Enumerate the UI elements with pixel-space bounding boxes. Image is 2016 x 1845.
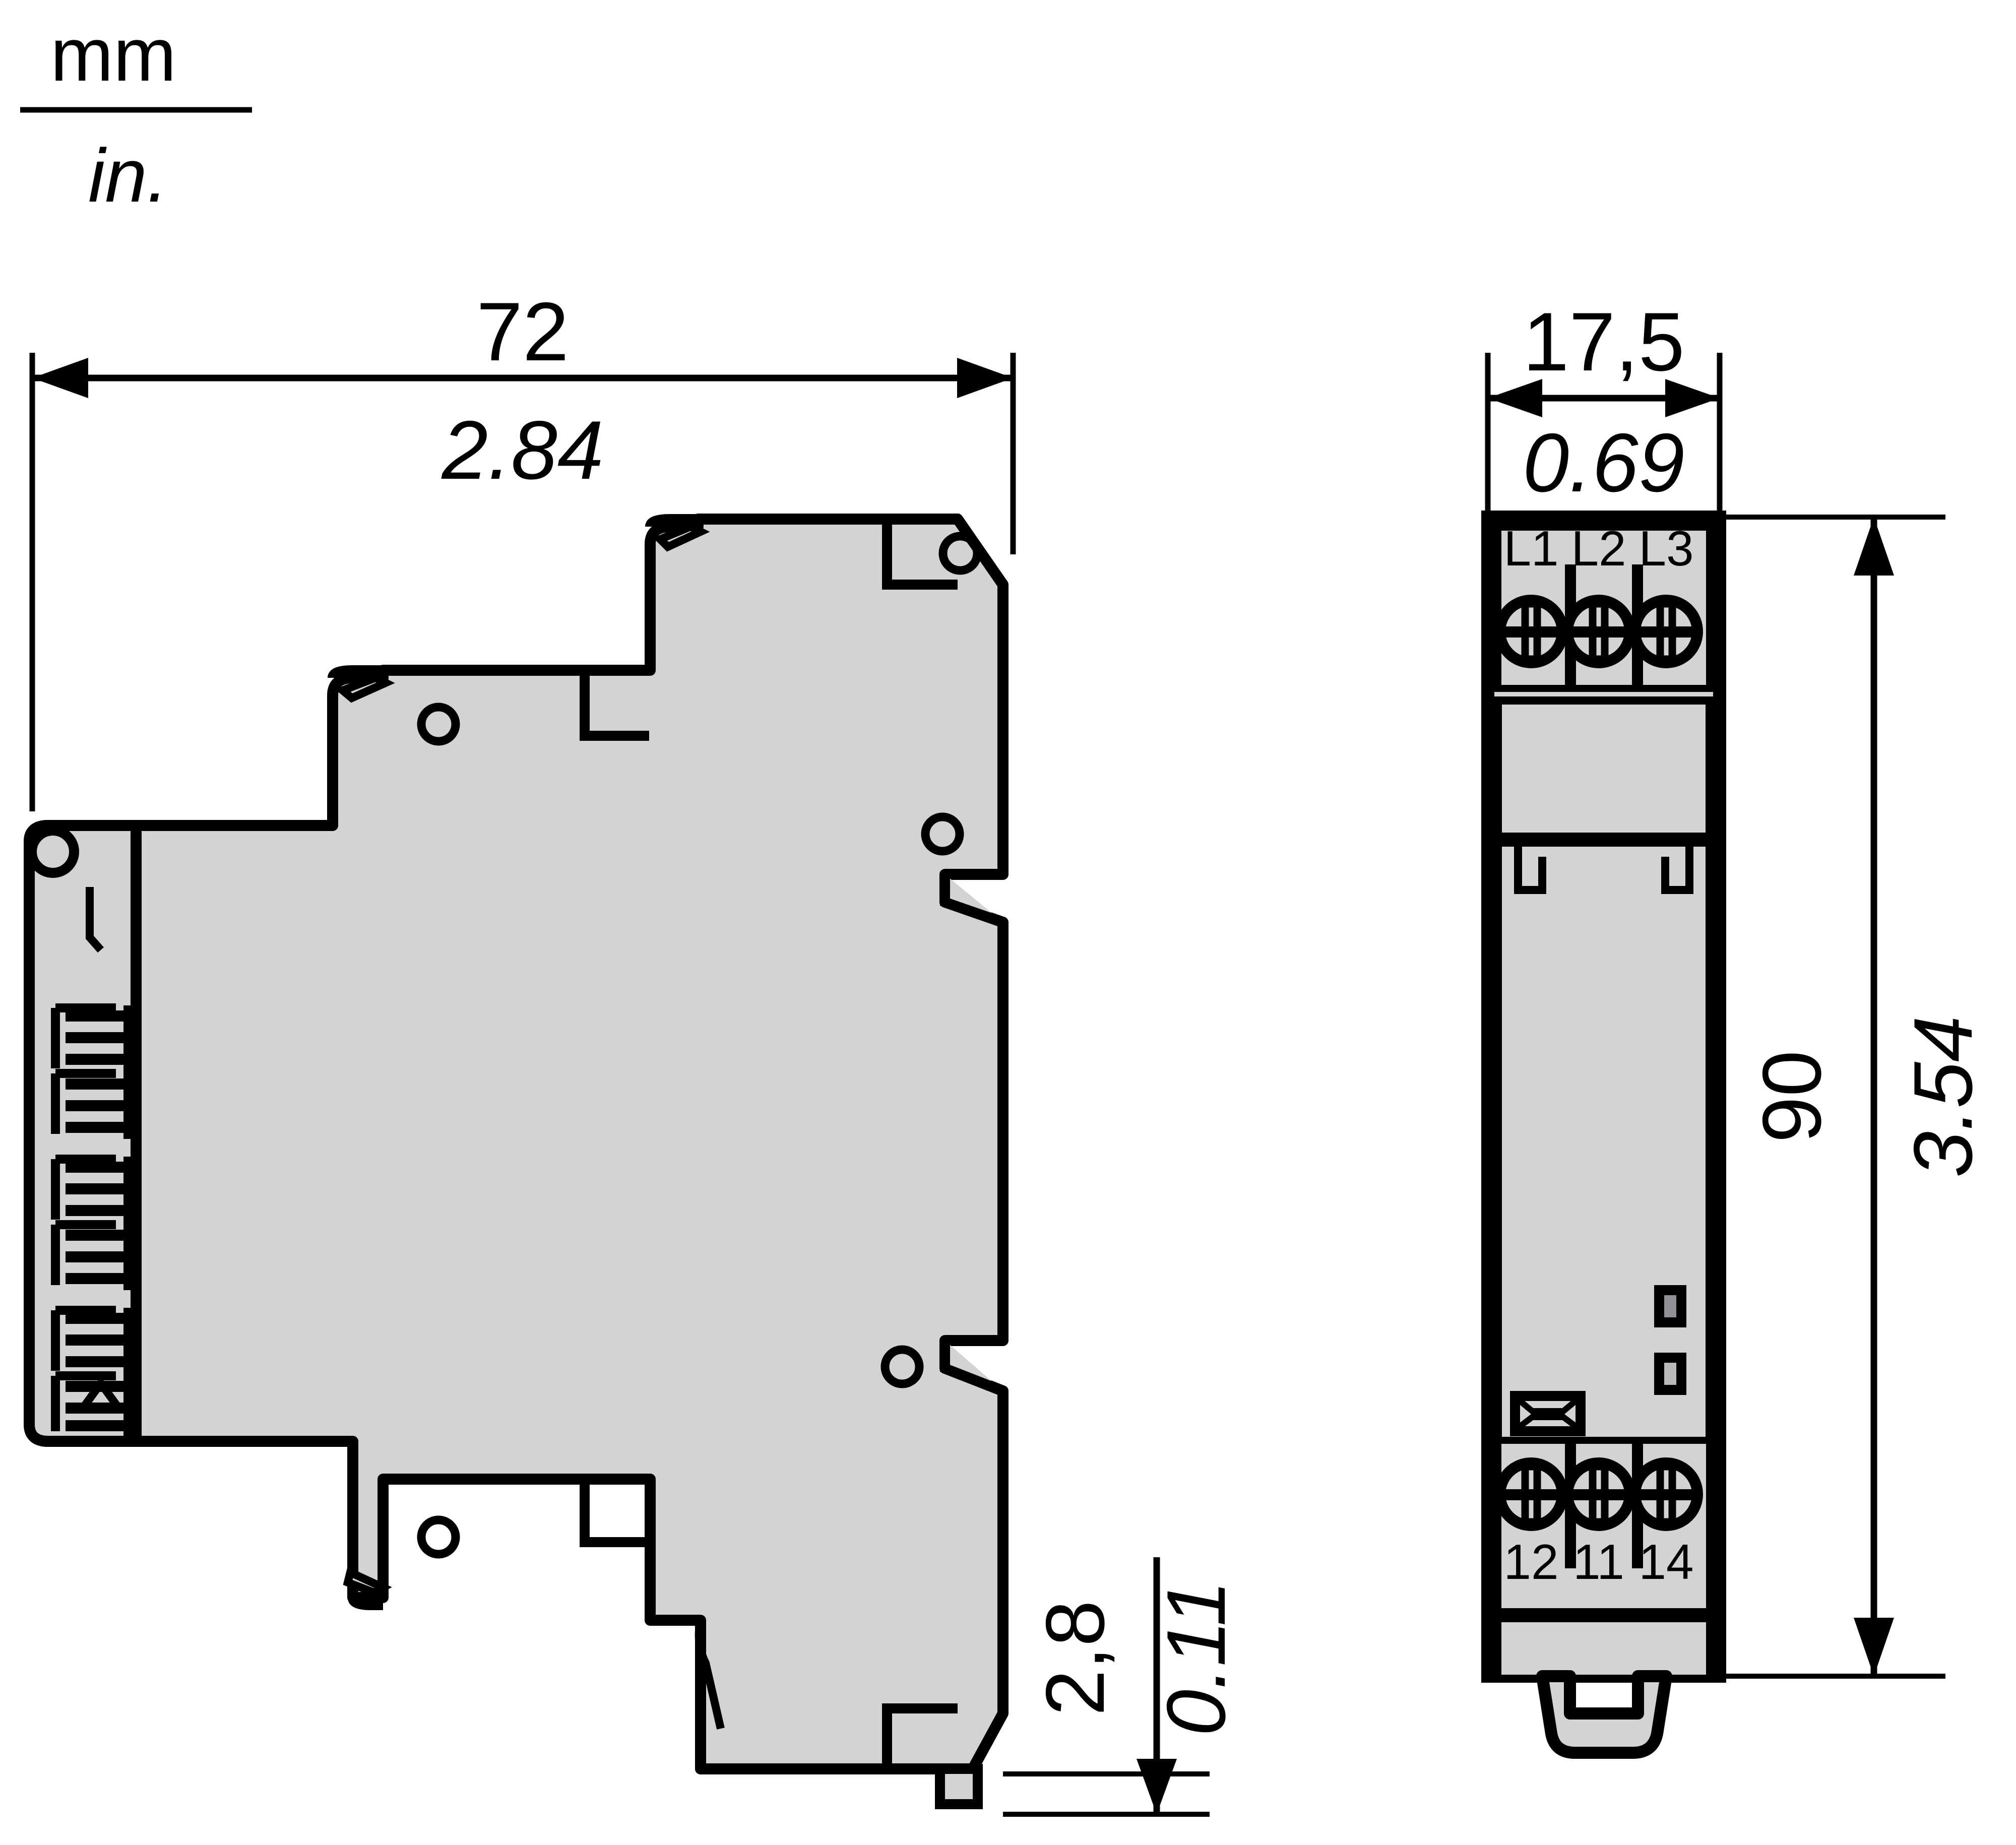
mw-value-mm: 17,5 — [1523, 295, 1684, 388]
slot-screw-icon — [1510, 1391, 1586, 1436]
middle-shroud-lip — [328, 665, 381, 679]
terminal-label-l2: L2 — [1571, 521, 1626, 576]
mw-arrowhead-left — [1488, 379, 1542, 417]
upper-block-notch — [882, 519, 958, 590]
arrowhead-right — [957, 358, 1013, 398]
rail-latch-upper — [940, 874, 1005, 927]
led-upper-icon — [1654, 1285, 1686, 1327]
screw-hole-4 — [880, 1345, 924, 1388]
upper-mid-panel — [1494, 696, 1714, 841]
middle-shroud-tab — [335, 673, 395, 703]
bottom-skirt — [1494, 1615, 1713, 1682]
din-rail-foot — [935, 1764, 983, 1809]
mw-arrowhead-right — [1665, 379, 1720, 417]
bh-arrowhead-top — [1854, 517, 1894, 576]
dimension-body-height: 90 3.54 — [1724, 515, 1989, 1679]
middle-block-notch — [580, 670, 649, 741]
terminal-screw-l1 — [1494, 595, 1568, 668]
bh-arrowhead-bottom — [1854, 1618, 1894, 1676]
dimension-clip-protrusion: 2,8 0.11 — [1003, 1557, 1242, 1817]
mw-value-in: 0.69 — [1523, 416, 1684, 509]
terminal-clamp-detail-1 — [51, 1003, 134, 1139]
faceplate-pivot-hole — [27, 825, 79, 878]
clip-arrowhead-down — [1137, 1759, 1177, 1814]
screw-hole-1 — [938, 532, 982, 575]
legend-mm-label: mm — [50, 12, 176, 97]
terminal-label-12: 12 — [1503, 1534, 1558, 1589]
screw-hole-3 — [417, 703, 460, 746]
side-view-faceplate — [24, 820, 142, 1447]
terminal-label-l3: L3 — [1639, 521, 1693, 576]
front-view: L1 L2 L3 — [1481, 511, 1726, 1759]
screw-hole-5 — [417, 1515, 460, 1559]
clip-dim-value-mm: 2,8 — [1029, 1600, 1121, 1715]
dimension-overall-width: 72 2.84 — [29, 285, 1016, 811]
terminal-screw-l3 — [1629, 595, 1703, 668]
terminal-clamp-detail-2 — [51, 1155, 134, 1290]
terminal-screw-12 — [1494, 1457, 1568, 1531]
dimension-module-width: 17,5 0.69 — [1485, 295, 1723, 514]
bh-value-mm: 90 — [1745, 1050, 1838, 1143]
lower-shroud-tab — [343, 1566, 392, 1597]
terminal-label-11: 11 — [1573, 1534, 1624, 1589]
lower-shroud-lip — [348, 1597, 383, 1610]
bh-value-in: 3.54 — [1897, 1015, 1989, 1177]
arrowhead-left — [32, 358, 88, 398]
terminal-label-14: 14 — [1639, 1534, 1693, 1589]
face-notch-right — [1661, 843, 1693, 894]
led-lower-icon — [1654, 1353, 1686, 1395]
bottom-shroud-bevel — [695, 1619, 725, 1730]
terminal-screw-14 — [1629, 1457, 1703, 1531]
terminal-label-l1: L1 — [1503, 521, 1558, 576]
dim-value-in: 2.84 — [441, 404, 603, 496]
side-view — [24, 514, 1009, 1809]
screw-hole-2 — [921, 812, 964, 856]
faceplate-tick-top — [86, 887, 104, 953]
clip-dim-value-in: 0.11 — [1150, 1580, 1242, 1736]
terminal-clamp-detail-3 — [51, 1306, 134, 1439]
upper-shroud-lip — [645, 514, 696, 528]
terminal-screw-l2 — [1562, 595, 1635, 668]
dim-value-mm: 72 — [476, 285, 569, 378]
rail-latch-lower — [940, 1341, 1005, 1396]
legend-in-label: in. — [88, 133, 168, 218]
terminal-screw-11 — [1562, 1457, 1635, 1531]
unit-legend: mm in. — [20, 12, 252, 218]
lower-block-notch — [580, 1479, 649, 1547]
bottom-block-notch — [882, 1703, 958, 1769]
din-rail-clip-icon — [1536, 1670, 1672, 1759]
face-notch-left — [1514, 843, 1546, 894]
upper-shroud-tab — [653, 522, 710, 552]
